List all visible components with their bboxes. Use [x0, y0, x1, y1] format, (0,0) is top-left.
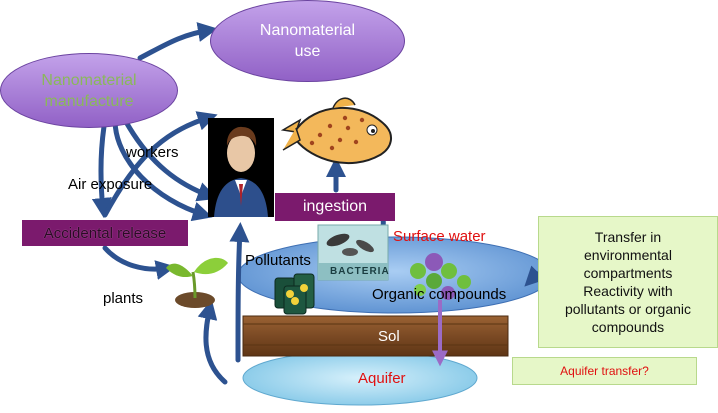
accidental-release-node: Accidental release	[22, 220, 188, 246]
arrow-accidental-to-worker	[102, 111, 218, 218]
bacteria-icon	[317, 224, 389, 281]
arrow-plants-to-worker	[197, 299, 228, 385]
person-icon	[208, 118, 274, 217]
arrow-manufacture-to-use	[137, 22, 218, 61]
accidental-release-label: Accidental release	[43, 224, 167, 242]
bacteria-label: BACTERIA	[330, 266, 390, 277]
plant-icon	[166, 257, 228, 308]
arrow-manufacture-to-worker-2	[112, 117, 213, 222]
nanomaterial-use-label: Nanomaterial use	[259, 22, 356, 60]
aquifer-transfer-label: Aquifer transfer?	[560, 364, 649, 378]
barrels-icon	[274, 273, 315, 315]
workers-label: workers	[126, 144, 179, 161]
arrow-aquifer-to-worker	[229, 222, 250, 363]
arrow-accidental-to-plants	[102, 245, 176, 280]
nanomaterial-manufacture-label: Nanomaterial manufacture	[41, 71, 137, 110]
soil-layer	[242, 315, 509, 357]
aquifer-transfer-note: Aquifer transfer?	[512, 357, 697, 385]
nanomaterial-use-node: Nanomaterial use	[210, 0, 405, 82]
pollutants-label: Pollutants	[245, 252, 311, 269]
plants-label: plants	[103, 290, 144, 307]
nanomaterial-manufacture-node: Nanomaterial manufacture	[0, 53, 178, 128]
ingestion-label: ingestion	[302, 198, 368, 215]
molecule-icon	[410, 253, 471, 300]
organic-compounds-label: Organic compounds	[372, 286, 507, 303]
arrow-manufacture-to-worker-1	[122, 117, 218, 202]
air-exposure-label: Air exposure	[68, 176, 153, 193]
arrow-manufacture-to-accidental	[91, 117, 112, 218]
transfer-note-text: Transfer in environmental compartments R…	[564, 229, 692, 335]
surface-water-label: Surface water	[393, 228, 486, 245]
fish-icon	[280, 97, 392, 165]
aquifer-label: Aquifer	[358, 370, 406, 387]
sol-label: Sol	[378, 328, 400, 345]
ingestion-node: ingestion	[275, 193, 395, 221]
transfer-note: Transfer in environmental compartments R…	[538, 216, 718, 348]
